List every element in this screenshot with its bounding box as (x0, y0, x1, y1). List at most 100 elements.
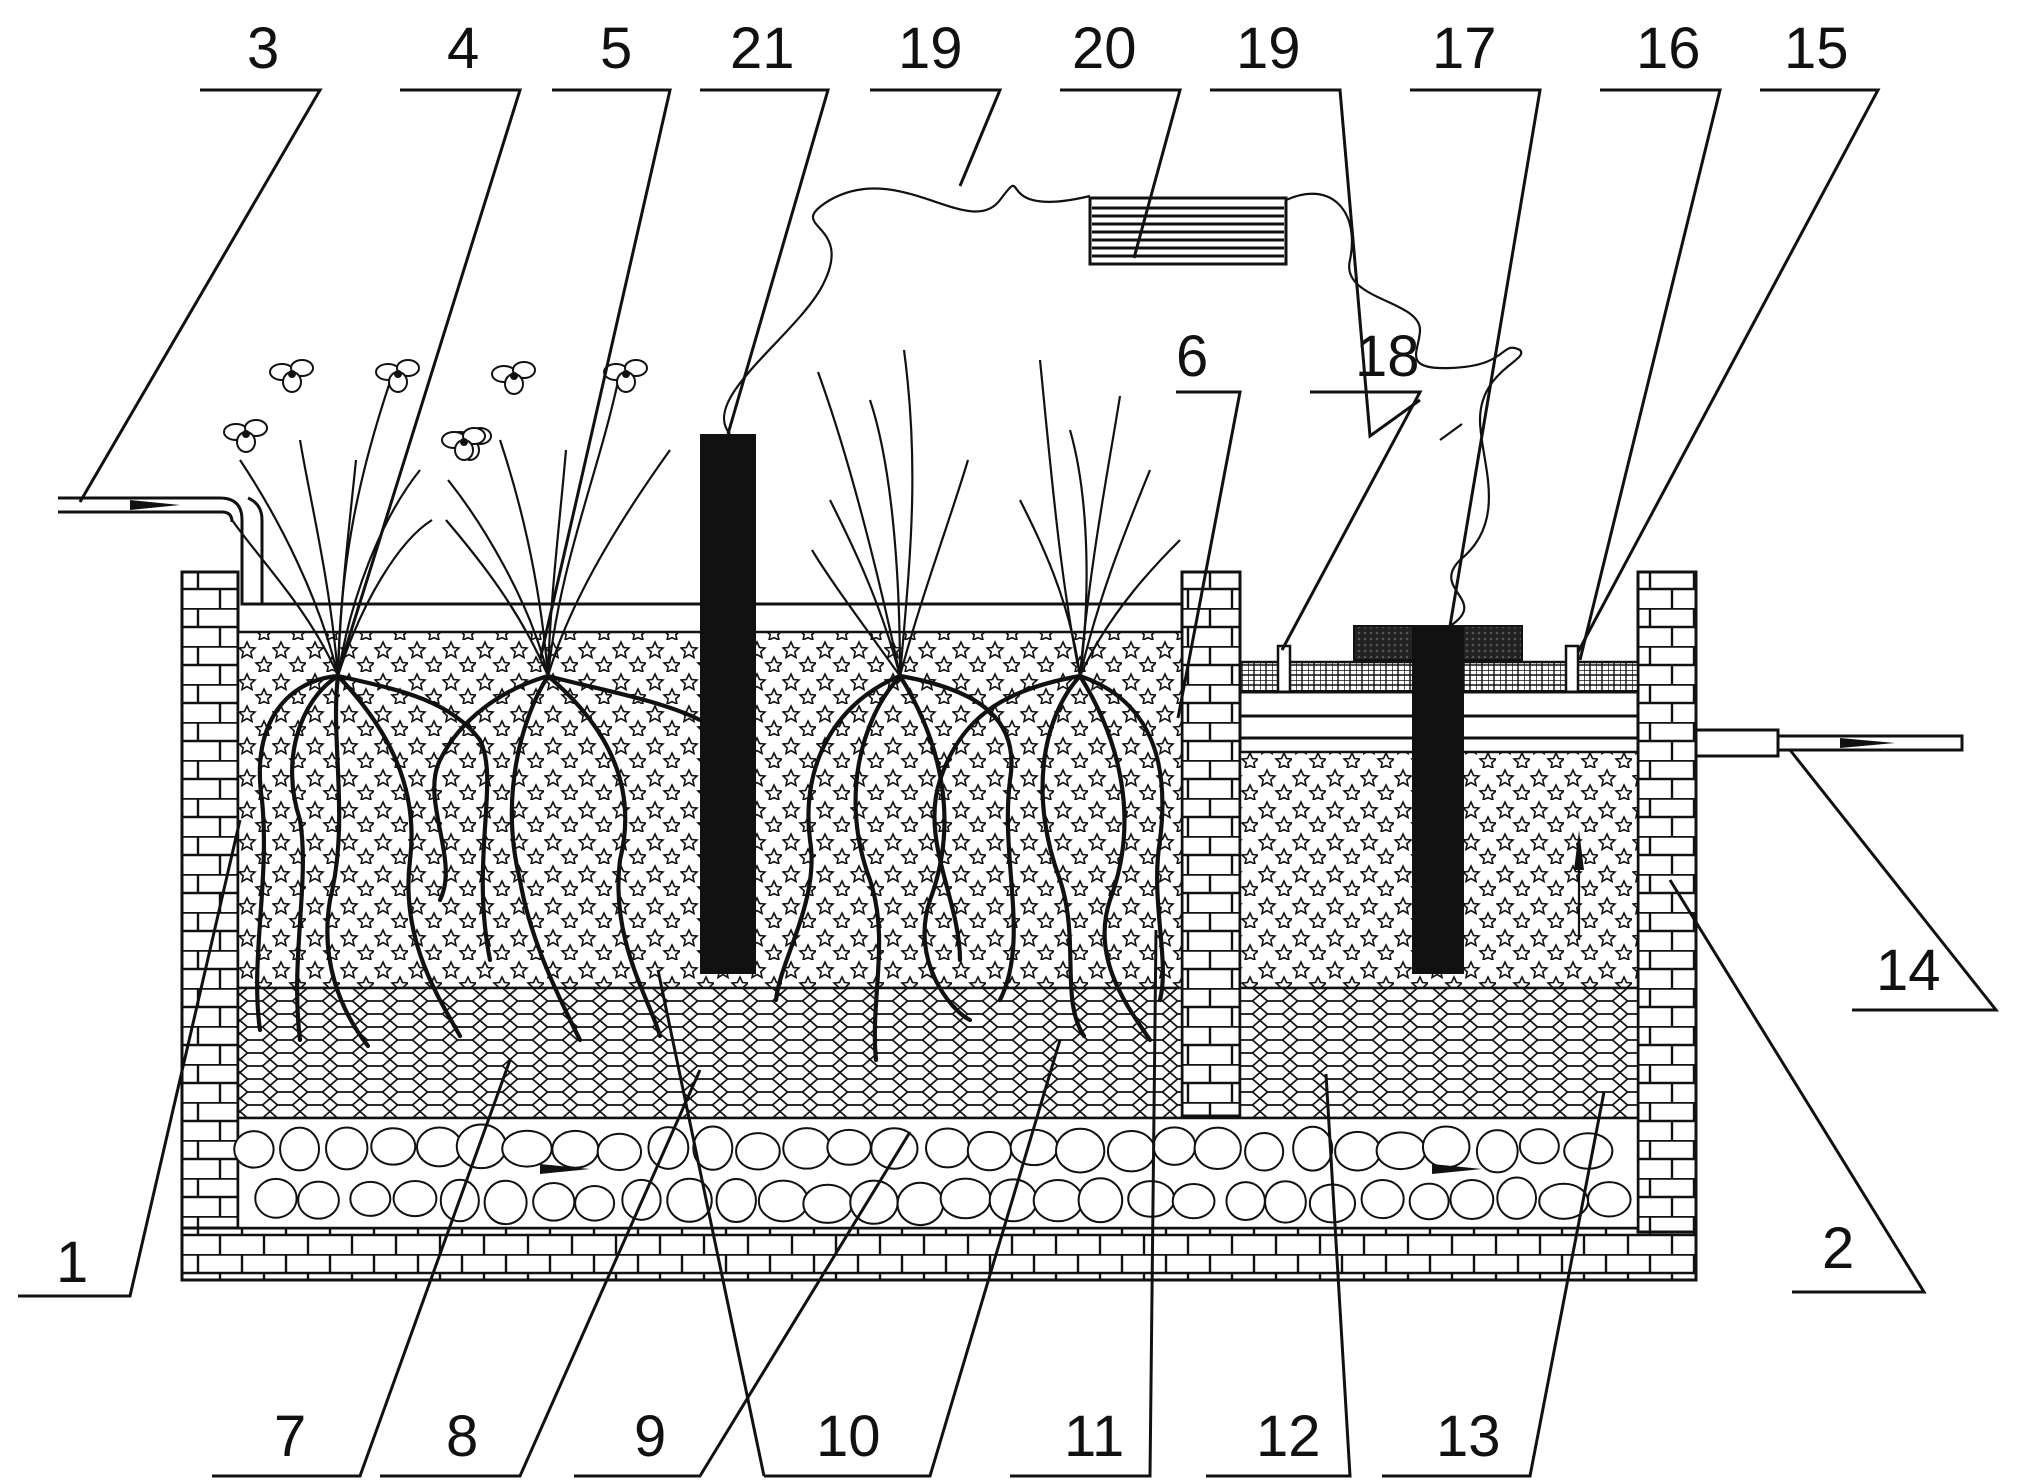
cobble-stone (715, 1178, 757, 1224)
plant-leaf (298, 439, 340, 677)
cobble-stone (1152, 1126, 1197, 1166)
leader-line (1060, 88, 1182, 259)
leader-line (574, 1131, 912, 1478)
plant-root (1040, 673, 1087, 1039)
plant-leaf (829, 499, 902, 677)
cobble-stone (1421, 1125, 1471, 1169)
cobble-stone (1586, 1181, 1632, 1218)
plant-leaf (239, 459, 340, 677)
right-brick-wall (1636, 570, 1698, 1234)
plant-leaf (445, 519, 550, 677)
bottom-brick-base (180, 1226, 1698, 1282)
cobble-stones (233, 1123, 1632, 1227)
cobble-stone (501, 1129, 553, 1168)
cobble-stone (939, 1177, 992, 1220)
gravel-layer-left (236, 986, 1184, 1120)
leader-line (870, 88, 1003, 187)
plant-root (545, 673, 663, 1039)
cobble-stone (297, 1180, 340, 1220)
plant-root (1077, 673, 1165, 1003)
gravel-layer-right (1238, 986, 1640, 1120)
leader-line (1788, 749, 2000, 1012)
plant-leaf (868, 399, 902, 677)
cobble-stone (279, 1126, 321, 1172)
outlet-arrow-icon (1840, 738, 1895, 748)
external-circuit (722, 184, 1523, 627)
cobble-stone (254, 1177, 298, 1219)
plant-root (335, 673, 463, 1039)
label-8: 8 (446, 1404, 478, 1469)
cobble-stone (1127, 1180, 1176, 1218)
plant-leaf (336, 459, 358, 677)
flower-center (288, 370, 296, 378)
cobble-stone (735, 1132, 781, 1171)
label-12: 12 (1256, 1404, 1321, 1469)
plant-leaf (1038, 359, 1082, 677)
mesh-support-left (1276, 644, 1292, 694)
cobble-stone (826, 1128, 872, 1166)
cobble-stone (1518, 1128, 1560, 1165)
cobble-stone (1563, 1132, 1614, 1170)
plant-leaf (546, 449, 568, 677)
label-19b: 19 (1236, 16, 1301, 81)
cobble-stone (532, 1182, 576, 1222)
anode-electrode (700, 434, 756, 974)
label-3: 3 (247, 16, 279, 81)
flower-center (510, 372, 518, 380)
leader-line (1410, 88, 1542, 627)
flower-petal (396, 359, 420, 377)
leader-line (1280, 390, 1423, 651)
cobble-stone (416, 1126, 463, 1168)
leader-line (656, 969, 766, 1477)
plant-leaf (1068, 429, 1088, 677)
flow-arrow-up-right-icon (1574, 830, 1584, 870)
plant-root (545, 673, 703, 723)
leader-line (1210, 88, 1421, 439)
cobble-stone (1171, 1183, 1216, 1220)
cobble-stone (1225, 1181, 1266, 1222)
outlet-pipe (1694, 728, 1964, 758)
cobble-stone (370, 1127, 417, 1166)
label-2: 2 (1822, 1216, 1854, 1281)
cobble-stone (896, 1181, 945, 1227)
cathode-electrode (1412, 626, 1464, 974)
plant-leaf (811, 549, 901, 677)
plant-leaf (898, 349, 914, 677)
cobble-stone (1055, 1127, 1106, 1174)
cobble-stone (596, 1132, 643, 1172)
flower-icon (223, 419, 268, 453)
plant-root (325, 673, 371, 1049)
plant-leaf (546, 371, 622, 677)
label-7: 7 (274, 1404, 306, 1469)
flow-arrow-bottom-left-icon (540, 1164, 590, 1174)
leader-line (1382, 1091, 1606, 1478)
label-14: 14 (1876, 938, 1941, 1003)
label-17: 17 (1432, 16, 1497, 81)
cobble-stone (349, 1180, 392, 1217)
cobble-stone (1077, 1177, 1124, 1224)
cobble-stone (1244, 1131, 1285, 1172)
leader-line (78, 88, 323, 503)
cobble-stone (1193, 1126, 1242, 1171)
cobble-stone (966, 1130, 1013, 1172)
label-16: 16 (1636, 16, 1701, 81)
flower-center (394, 370, 402, 378)
leader-line (1010, 929, 1158, 1478)
cobble-stone (392, 1179, 438, 1218)
inlet-arrow-icon (130, 500, 180, 510)
cobble-stone (757, 1179, 809, 1223)
label-15: 15 (1784, 16, 1849, 81)
wire-left (722, 184, 1091, 435)
cobble-stone (692, 1125, 734, 1171)
resistor-plates (1092, 206, 1284, 258)
plant-root (932, 673, 1083, 963)
plant-leaf (1078, 539, 1181, 677)
leader-line (380, 1069, 702, 1478)
plant-root (897, 673, 973, 1023)
plant-root (773, 673, 903, 1003)
leader-line (1206, 1073, 1352, 1478)
cobble-stone (1264, 1180, 1307, 1224)
label-11: 11 (1064, 1404, 1124, 1469)
cobble-stone (1106, 1129, 1156, 1173)
flower-petal (290, 359, 314, 377)
